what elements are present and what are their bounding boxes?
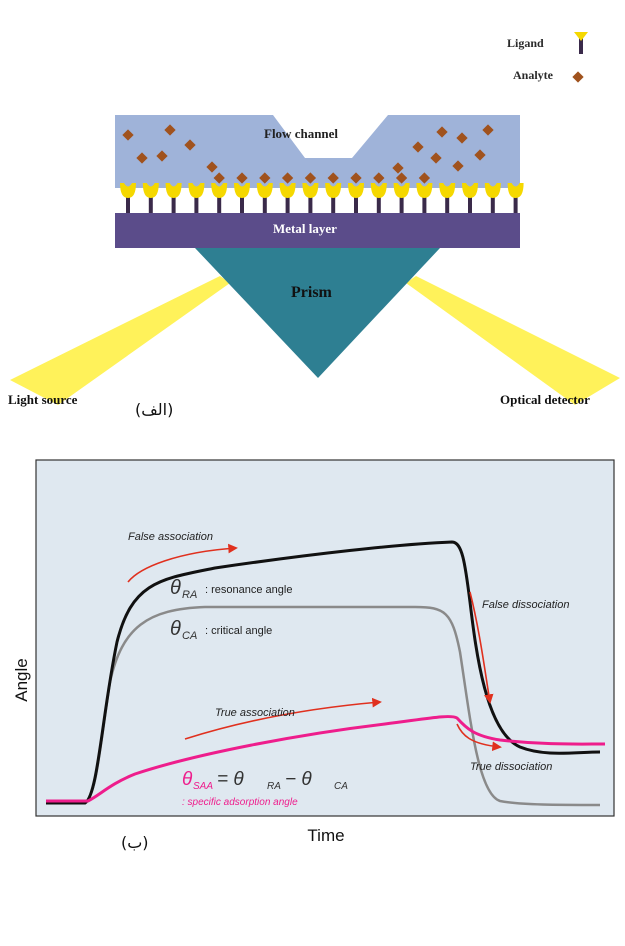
ligand-icon (256, 183, 273, 213)
ligand-icon (234, 183, 250, 213)
bound-analyte-icon (327, 172, 339, 184)
true-dissociation-arrow (456, 723, 502, 752)
y-axis-label: Angle (12, 658, 31, 701)
bound-analyte-icon (259, 172, 271, 184)
bound-analyte-icon (418, 172, 431, 184)
optical-detector-label: Optical detector (500, 392, 590, 407)
saa-description: : specific adsorption angle (182, 797, 298, 808)
bound-analyte-icon (350, 172, 362, 184)
saa-ra-subscript: RA (267, 781, 281, 792)
reflected-light-beam (406, 276, 620, 405)
panel-b-caption: (ب) (121, 833, 149, 852)
ligand-icon (120, 183, 136, 213)
panel-a: Ligand Analyte Flow channel Metal layer … (0, 0, 625, 435)
x-axis-label: Time (307, 826, 344, 845)
free-analyte-icon (430, 152, 442, 164)
saa-subscript: SAA (193, 781, 213, 792)
ligand-icon (211, 183, 228, 213)
ligand-legend-icon (574, 32, 588, 54)
free-analyte-icon (156, 150, 168, 162)
free-analyte-icon (412, 141, 424, 153)
theta-ra-symbol: θ (170, 577, 181, 599)
free-analyte-icon (136, 152, 148, 164)
free-analyte-icon (392, 162, 404, 174)
saa-equation: θ SAA = θ RA − θ CA : specific adsorptio… (182, 769, 348, 808)
panel-b: False association False dissociation Tru… (0, 452, 625, 946)
flow-channel (115, 115, 520, 188)
theta-ra-legend: θ RA : resonance angle (170, 577, 292, 601)
false-dissociation-label: False dissociation (482, 599, 569, 611)
saa-ca-subscript: CA (334, 781, 348, 792)
ligand-icon (462, 183, 478, 213)
ligand-icon (279, 183, 296, 213)
bound-analyte-icon (281, 172, 294, 184)
light-source-label: Light source (8, 392, 78, 407)
free-analyte-icon (184, 139, 196, 151)
panel-a-caption: (الف) (135, 400, 174, 419)
true-association-arrow (184, 697, 382, 740)
ligand-icon (439, 183, 456, 213)
saa-symbol: θ (182, 769, 193, 790)
resonance-angle-curve (46, 540, 601, 805)
theta-ca-subscript: CA (182, 630, 197, 642)
ligand-icon (188, 183, 205, 213)
free-analyte-icon (456, 132, 468, 144)
ligand-icon (325, 183, 342, 213)
true-dissociation-label: True dissociation (470, 761, 552, 773)
false-association-label: False association (128, 531, 213, 543)
theta-ra-subscript: RA (182, 589, 197, 601)
ligand-icon (348, 183, 364, 213)
bound-analyte-icon (304, 172, 317, 184)
angle-time-graph: False association False dissociation Tru… (12, 459, 615, 845)
analyte-legend-icon (572, 71, 584, 83)
ligand-icon (416, 183, 433, 213)
ligand-icon (142, 183, 159, 213)
incident-light-beam (10, 276, 230, 405)
metal-layer (115, 213, 520, 248)
ligand-icon (370, 183, 387, 213)
specific-adsorption-curve (46, 715, 606, 803)
ligand-icon (507, 183, 524, 213)
theta-ca-legend: θ CA : critical angle (170, 618, 272, 642)
ligand-icon (165, 183, 182, 213)
prism-label: Prism (291, 284, 332, 301)
prism (195, 248, 440, 378)
ligand-icon (302, 183, 319, 213)
metal-layer-label: Metal layer (273, 221, 337, 236)
ligand-icon (393, 183, 410, 213)
free-analyte-icon (452, 160, 464, 172)
theta-ra-description: : resonance angle (205, 584, 292, 596)
free-analyte-icon (474, 149, 486, 161)
free-analyte-icon (206, 161, 218, 173)
legend-ligand-label: Ligand (507, 36, 544, 50)
false-association-arrow (127, 543, 238, 583)
true-association-label: True association (215, 707, 295, 719)
bound-analyte-icon (236, 172, 248, 184)
theta-ca-symbol: θ (170, 618, 181, 640)
spr-sensor-diagram (10, 115, 620, 405)
plot-area (35, 459, 615, 817)
flow-channel-label: Flow channel (264, 126, 339, 141)
bound-analyte-icon (373, 172, 385, 184)
saa-minus-theta: − θ (285, 769, 312, 790)
bound-analyte-icon (395, 172, 408, 184)
ligand-icon (484, 183, 501, 213)
false-dissociation-arrow (469, 591, 494, 704)
theta-ca-description: : critical angle (205, 625, 272, 637)
saa-equals-theta: = θ (217, 769, 244, 790)
legend-analyte-label: Analyte (513, 68, 553, 82)
bound-analyte-icon (213, 172, 225, 184)
